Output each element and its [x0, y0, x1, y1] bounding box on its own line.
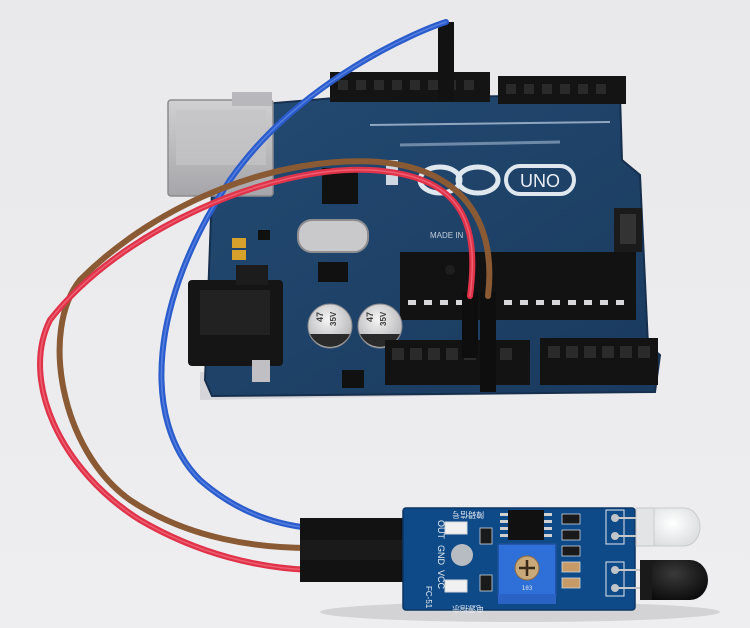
fc51-ir-sensor-module: OUT GND VCC FC-51 障碍信号 电源指示	[300, 507, 720, 622]
model-label: FC-51	[424, 586, 433, 609]
pot-code: 103	[522, 585, 533, 592]
crystal-oscillator	[297, 219, 369, 253]
capacitor-2: 47 35V	[357, 303, 403, 349]
svg-text:47: 47	[315, 312, 325, 322]
uno-text: UNO	[520, 171, 560, 191]
jumper-wires	[37, 19, 493, 573]
reset-button	[614, 208, 642, 252]
atmega-chip	[400, 252, 636, 320]
ir-receiver-photodiode	[640, 560, 708, 600]
mounting-hole	[451, 544, 473, 566]
smd-resistors	[479, 513, 581, 592]
ir-emitter-led	[635, 507, 701, 547]
capacitor-1: 47 35V	[307, 303, 353, 349]
digital-header-top	[330, 22, 626, 104]
svg-text:35V: 35V	[329, 311, 338, 326]
brown-wire	[56, 158, 493, 551]
made-in-text: MADE IN	[430, 231, 464, 240]
pin-labels: OUT GND VCC FC-51	[424, 520, 446, 609]
led-solder-pads	[605, 509, 625, 597]
pin-label-gnd: GND	[436, 545, 446, 566]
comparator-ic	[500, 510, 552, 540]
obstacle-led	[444, 521, 468, 535]
sensor-dupont-connectors	[300, 518, 420, 582]
screw-slot-icon	[519, 560, 535, 576]
pin-label-out: OUT	[436, 520, 446, 540]
smd-capacitors	[561, 561, 581, 589]
svg-text:35V: 35V	[379, 311, 388, 326]
potentiometer[interactable]: 103	[497, 543, 557, 604]
pin-label-vcc: VCC	[436, 570, 446, 590]
gnd-jumper-housing	[480, 292, 496, 392]
svg-text:47: 47	[365, 312, 375, 322]
power-indicator-label: 电源指示	[452, 604, 484, 614]
obstacle-signal-label: 障碍信号	[452, 510, 484, 520]
dc-power-jack	[188, 265, 283, 366]
power-header-bottom	[385, 338, 658, 385]
power-led	[444, 579, 468, 593]
vcc-jumper-housing	[462, 292, 478, 358]
blue-wire-connector	[438, 22, 454, 100]
